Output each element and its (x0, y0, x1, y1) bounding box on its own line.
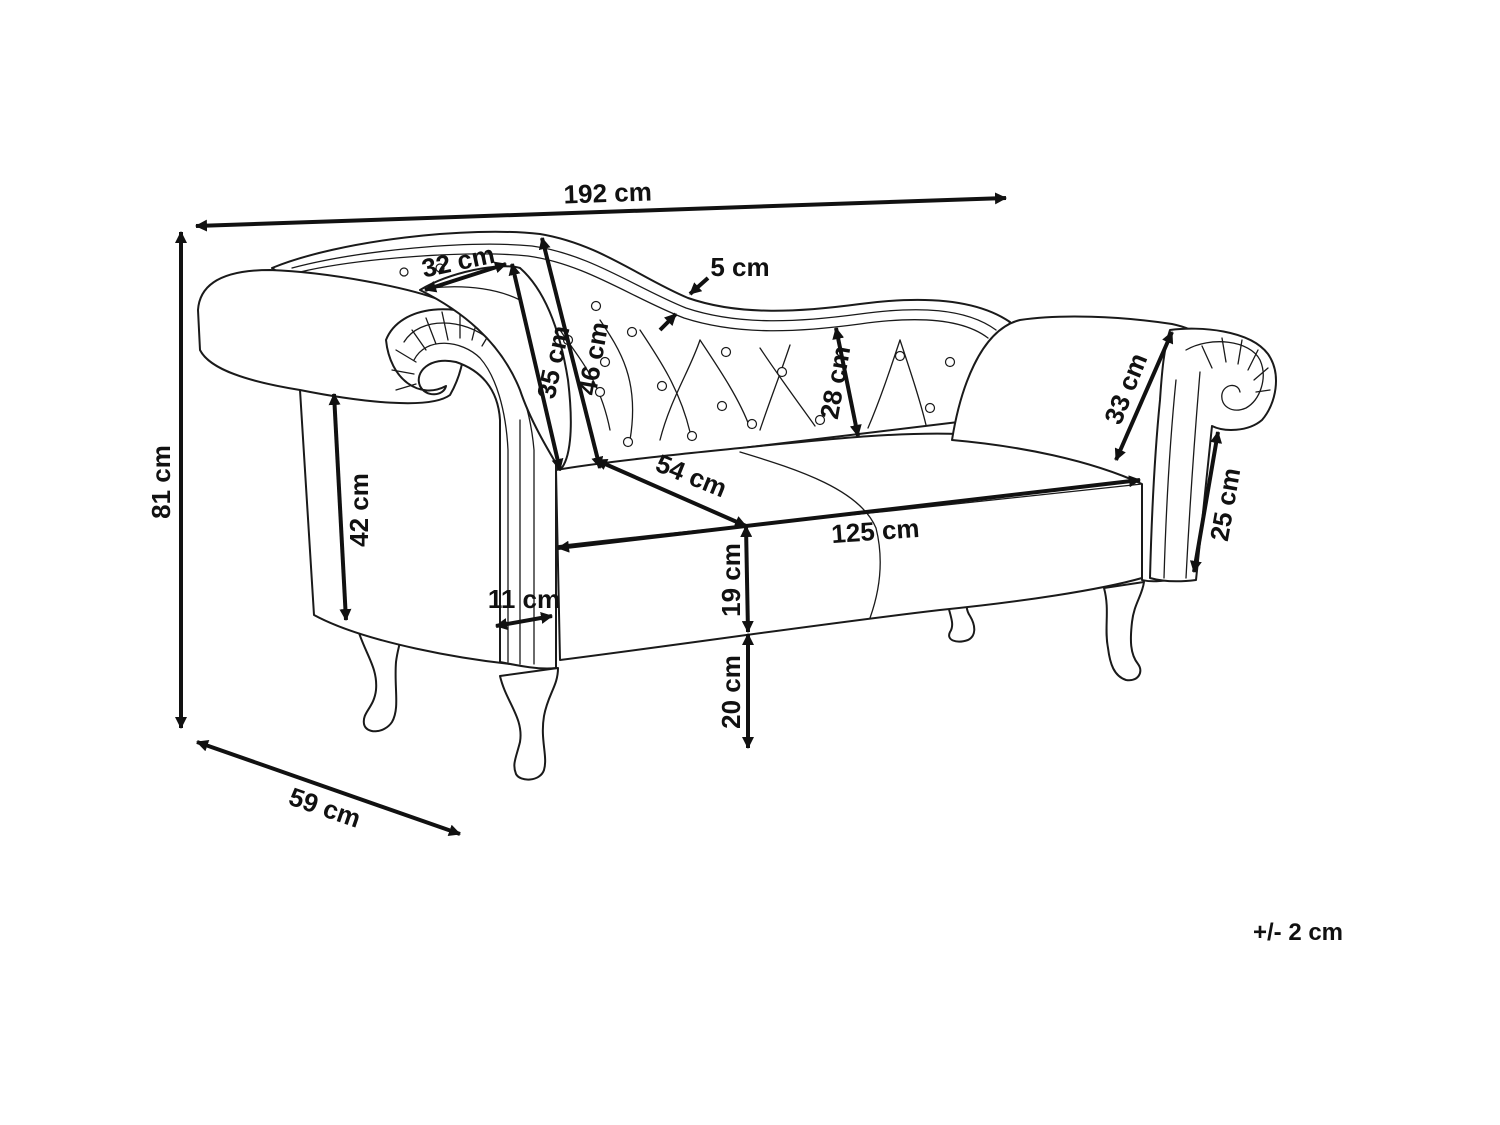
dim-arrow-left-arm (328, 393, 352, 621)
dim-arrow-seat-width (557, 475, 1141, 553)
dim-arrow-backrest-low (832, 327, 862, 437)
left-armrest (197, 269, 557, 670)
dim-arrow-depth-total (196, 739, 461, 837)
sofa-legs (357, 581, 1145, 781)
leg-front-left (499, 667, 559, 781)
backrest-frame-inner (291, 243, 997, 331)
dim-arrow-right-arm (1114, 331, 1174, 461)
label-depth-total: 59 cm (285, 781, 364, 833)
dim-arrow-arm-thickness (495, 612, 553, 630)
label-seat-thickness: 19 cm (716, 543, 746, 617)
label-backrest-frame: 5 cm (710, 252, 769, 282)
leg-back-left (357, 629, 402, 733)
dim-arrow-right-arm-lower (1189, 431, 1223, 573)
dim-arrow-width-total (195, 192, 1007, 232)
dimension-lines (175, 192, 1223, 837)
dim-arrow-armrest-inner (508, 263, 564, 471)
dim-arrow-seat-thickness (740, 525, 754, 633)
label-leg-height: 20 cm (716, 655, 746, 729)
label-width-total: 192 cm (563, 176, 652, 209)
dim-arrow-roll-pillow (424, 261, 507, 293)
tolerance-note: +/- 2 cm (1253, 919, 1343, 946)
label-left-arm-height: 42 cm (344, 473, 374, 547)
leg-back-right (947, 599, 976, 643)
label-seat-width: 125 cm (830, 513, 920, 549)
label-arm-thickness: 11 cm (488, 584, 560, 614)
dim-arrow-frame-in (658, 312, 678, 332)
dim-arrow-frame-out (688, 276, 710, 296)
label-height-total: 81 cm (146, 445, 176, 519)
leg-front-right (1103, 581, 1145, 682)
